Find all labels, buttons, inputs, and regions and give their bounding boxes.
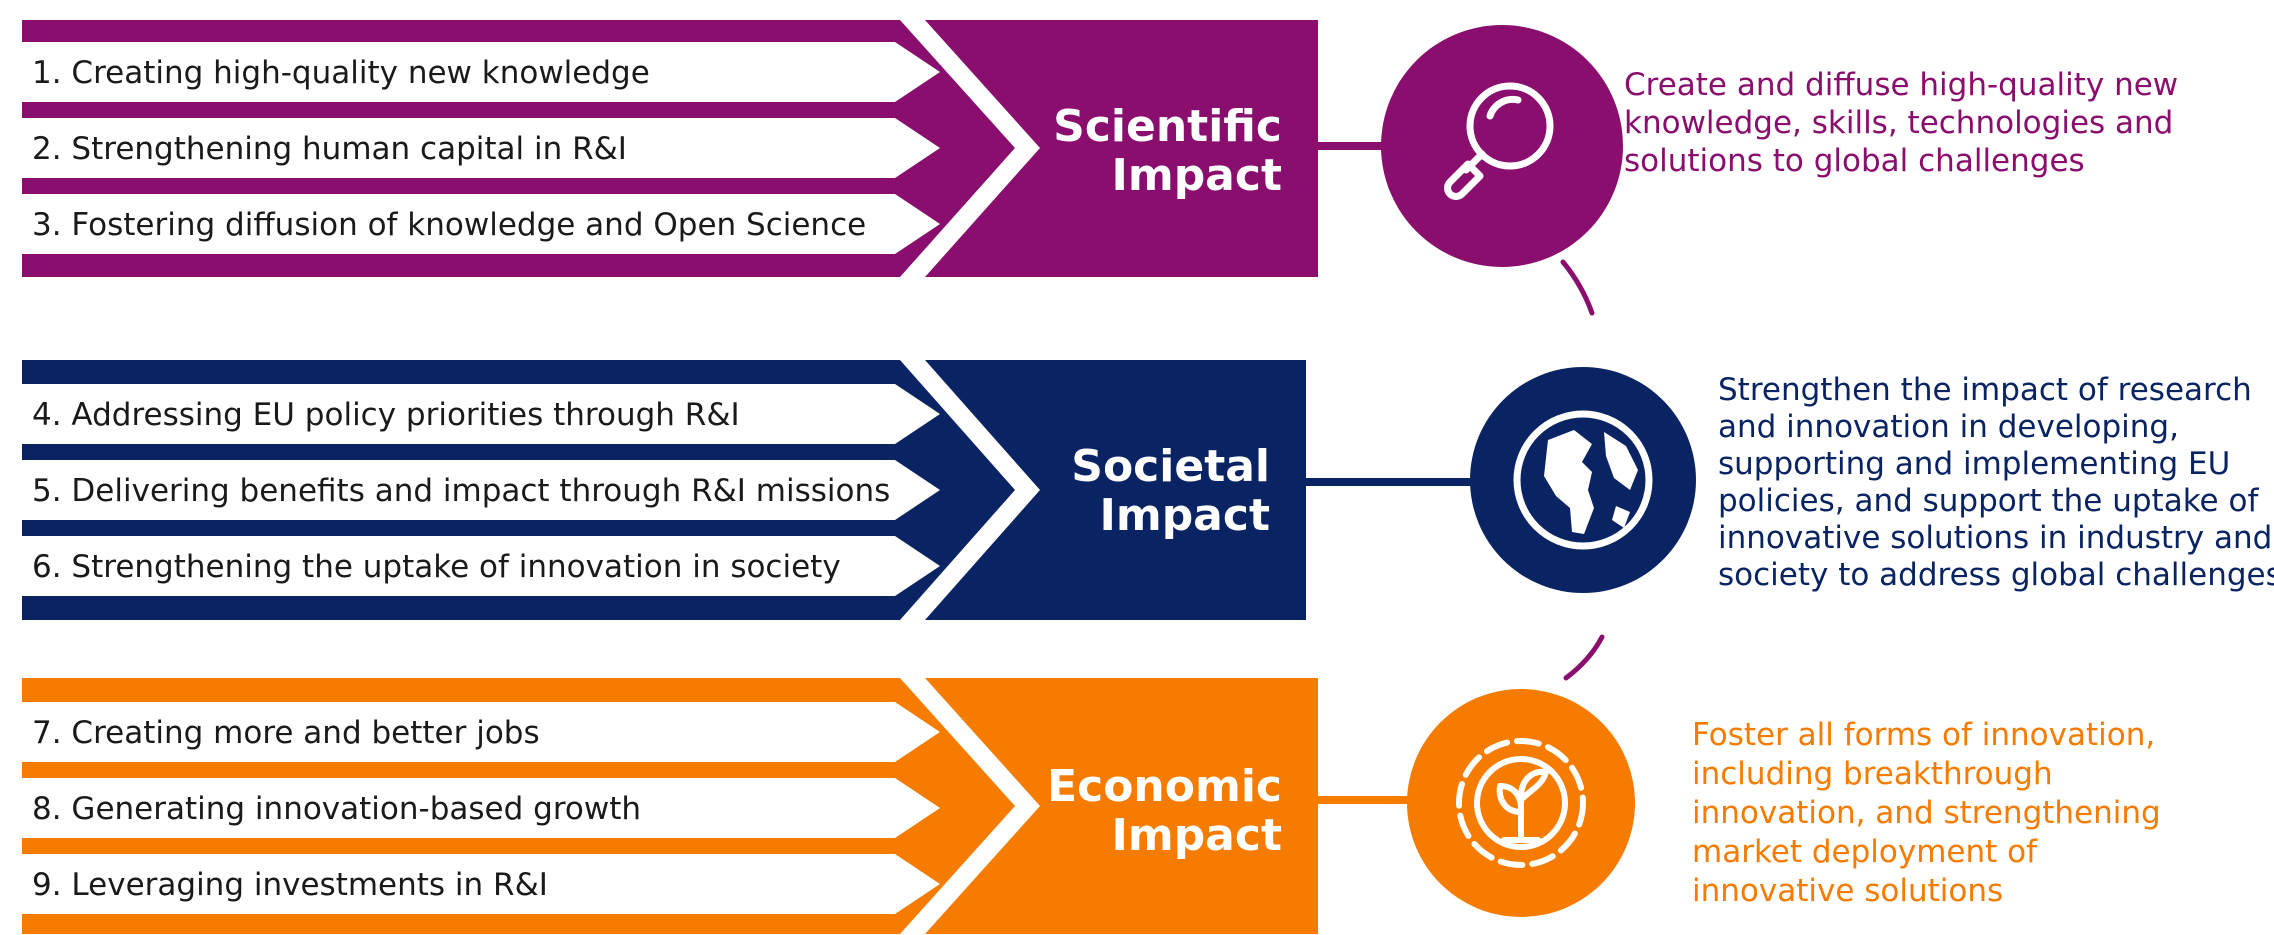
societal-pathway-row-1 xyxy=(22,384,940,444)
pathway-label: 7. Creating more and better jobs xyxy=(32,715,540,751)
impact-title-line: Economic xyxy=(1047,761,1282,812)
impact-title-line: Impact xyxy=(1099,490,1270,541)
economic-pathway-row-3 xyxy=(22,854,940,914)
impact-title-line: Impact xyxy=(1111,150,1282,201)
impact-title-line: Societal xyxy=(1071,441,1270,492)
societal-connector xyxy=(1306,478,1476,486)
scientific-connector xyxy=(1318,142,1384,150)
impact-title-line: Scientific xyxy=(1053,101,1282,152)
economic-pathway-row-1 xyxy=(22,702,940,762)
economic-connector xyxy=(1318,796,1410,804)
description-line: innovation, and strengthening xyxy=(1692,795,2161,831)
globe-icon xyxy=(1513,410,1653,550)
pathway-label: 4. Addressing EU policy priorities throu… xyxy=(32,397,740,433)
description-line: market deployment of xyxy=(1692,834,2038,870)
pathway-label: 9. Leveraging investments in R&I xyxy=(32,867,548,903)
scientific-pathway-row-2 xyxy=(22,118,940,178)
economic-pathway-row-2 xyxy=(22,778,940,838)
scientific-chevron-gap xyxy=(900,20,1040,277)
impact-title-line: Impact xyxy=(1111,810,1282,861)
description-line: Strengthen the impact of research xyxy=(1718,372,2252,408)
scientific-section: 1. Creating high-quality new knowledge 2… xyxy=(22,20,1623,316)
description-line: supporting and implementing EU xyxy=(1718,446,2231,482)
description-line: Create and diffuse high-quality new xyxy=(1624,67,2179,103)
societal-description: Strengthen the impact of research and in… xyxy=(1718,372,2274,594)
economic-description: Foster all forms of innovation, includin… xyxy=(1692,716,2161,911)
pathway-label: 6. Strengthening the uptake of innovatio… xyxy=(32,549,841,585)
description-line: Foster all forms of innovation, xyxy=(1692,717,2156,753)
description-line: solutions to global challenges xyxy=(1624,143,2085,179)
societal-pathway-row-2 xyxy=(22,460,940,520)
description-line: society to address global challenges xyxy=(1718,557,2274,593)
description-line: and innovation in developing, xyxy=(1718,409,2179,445)
pathway-label: 2. Strengthening human capital in R&I xyxy=(32,131,627,167)
scientific-pathway-row-1 xyxy=(22,42,940,102)
pathway-label: 8. Generating innovation-based growth xyxy=(32,791,641,827)
dashed-link xyxy=(1563,634,1605,681)
societal-section: 4. Addressing EU policy priorities throu… xyxy=(22,360,1696,681)
pathway-label: 1. Creating high-quality new knowledge xyxy=(32,55,650,91)
dashed-link xyxy=(1560,259,1595,316)
description-line: knowledge, skills, technologies and xyxy=(1624,105,2174,141)
economic-section: 7. Creating more and better jobs 8. Gene… xyxy=(22,678,1635,934)
description-line: innovative solutions xyxy=(1692,873,2004,909)
scientific-circle xyxy=(1381,25,1623,267)
scientific-pathway-row-3 xyxy=(22,194,940,254)
economic-chevron-gap xyxy=(900,678,1040,934)
societal-chevron-gap xyxy=(900,360,1040,620)
description-line: innovative solutions in industry and xyxy=(1718,520,2273,556)
pathway-label: 3. Fostering diffusion of knowledge and … xyxy=(32,207,866,243)
societal-pathway-row-3 xyxy=(22,536,940,596)
scientific-description: Create and diffuse high-quality new know… xyxy=(1624,66,2178,180)
description-line: policies, and support the uptake of xyxy=(1718,483,2259,519)
magnifier-icon xyxy=(1444,82,1554,200)
gear-plant-icon xyxy=(1456,738,1586,868)
pathway-label: 5. Delivering benefits and impact throug… xyxy=(32,473,890,509)
description-line: including breakthrough xyxy=(1692,756,2053,792)
